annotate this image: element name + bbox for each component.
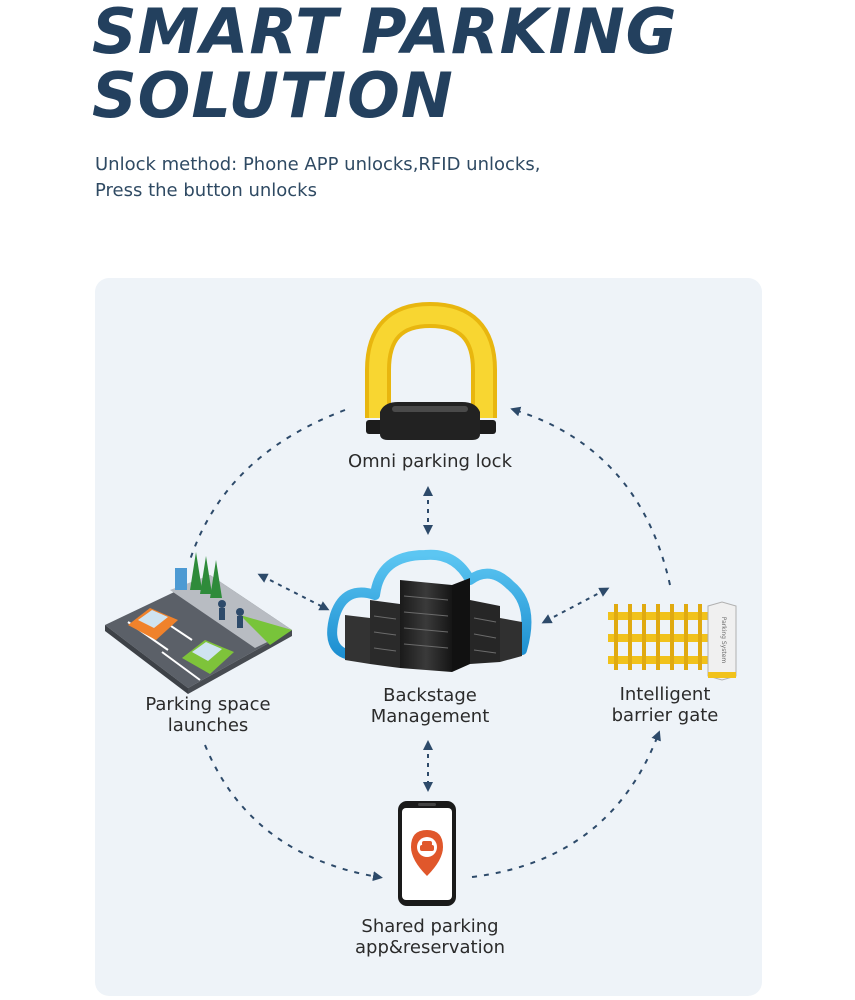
label-backstage-management: Backstage Management	[370, 685, 490, 727]
arrow-parking-to-app	[204, 744, 383, 882]
outer-flow-arrows	[189, 406, 671, 882]
arrow-barrier-to-lock	[510, 406, 671, 586]
barrier-gate-icon: Parking System	[608, 601, 737, 681]
arrow-parking-backstage	[257, 573, 330, 611]
label-shared-parking-app: Shared parking app&reservation	[354, 916, 505, 958]
subtitle-line-1: Unlock method: Phone APP unlocks,RFID un…	[95, 154, 541, 175]
label-intelligent-barrier-gate: Intelligent barrier gate	[611, 684, 719, 726]
tree-icons	[190, 552, 222, 598]
phone-app-icon	[398, 801, 456, 906]
arrow-backstage-barrier	[541, 587, 610, 624]
parking-lock-icon	[365, 301, 497, 440]
title-line-1: SMART PARKING	[92, 0, 678, 68]
inner-flow-arrows	[257, 486, 610, 792]
label-parking-space-launches: Parking space launches	[145, 694, 271, 736]
arrow-lock-to-parking	[189, 409, 346, 561]
green-car-icon	[182, 640, 234, 674]
server-racks-icon	[345, 578, 522, 672]
backstage-cloud-icon	[327, 549, 532, 660]
title-line-2: SOLUTION	[92, 59, 454, 132]
unlock-method-text: Unlock method: Phone APP unlocks,RFID un…	[95, 152, 655, 204]
label-omni-parking-lock: Omni parking lock	[347, 451, 512, 472]
parking-space-icon	[105, 552, 292, 694]
subtitle-line-2: Press the button unlocks	[95, 180, 317, 201]
page-title: SMART PARKING SOLUTION	[92, 0, 792, 128]
barrier-sign-text: Parking System	[720, 617, 727, 664]
arrow-app-to-barrier	[471, 730, 661, 878]
orange-car-icon	[128, 608, 178, 640]
